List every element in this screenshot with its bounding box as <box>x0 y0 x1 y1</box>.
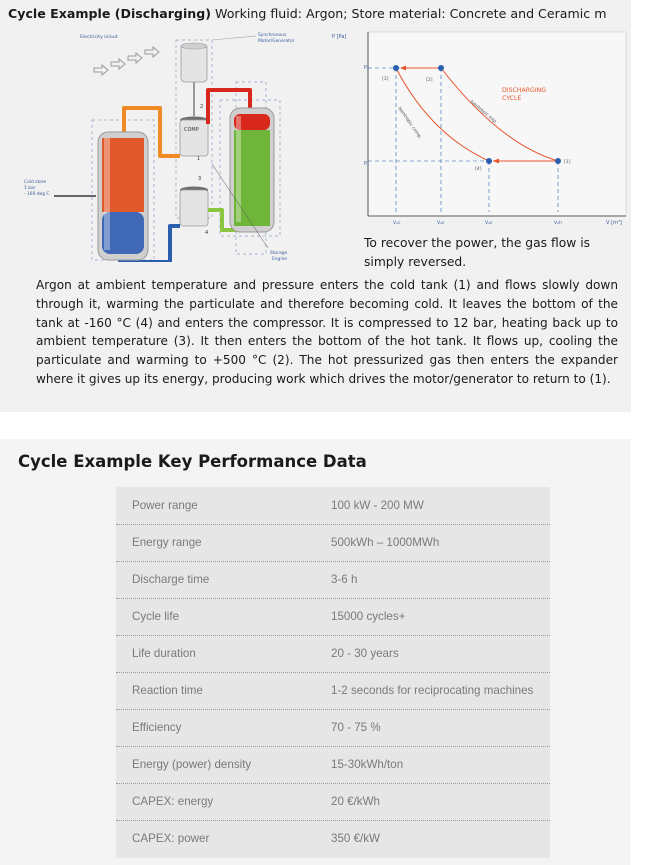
row-label: Efficiency <box>132 721 182 734</box>
row-label: Cycle life <box>132 610 180 623</box>
hot-tank <box>229 107 275 233</box>
cycle-label-2: CYCLE <box>502 95 521 102</box>
electricity-label: Electricity in/out <box>80 34 118 40</box>
point-4-label: [4] <box>475 166 482 172</box>
cold-store-label-1: Cold store <box>24 179 47 185</box>
cold-store-label-3: - 160 deg C <box>24 191 50 197</box>
row-label: Life duration <box>132 647 196 660</box>
kpd-table: Power range 100 kW - 200 MW Energy range… <box>116 487 550 858</box>
row-value: 15-30kWh/ton <box>331 758 404 771</box>
expander <box>179 186 209 227</box>
table-row: CAPEX: energy 20 €/kWh <box>116 783 550 821</box>
row-label: Discharge time <box>132 573 210 586</box>
row-value: 3-6 h <box>331 573 358 586</box>
comp-label: COMP <box>184 127 199 133</box>
x-axis-label: V [m³] <box>606 220 622 226</box>
row-label: Energy range <box>132 536 202 549</box>
title-bold: Cycle Example (Discharging) <box>8 6 211 21</box>
table-row: Energy range 500kWh – 1000MWh <box>116 524 550 562</box>
table-row: Reaction time 1-2 seconds for reciprocat… <box>116 672 550 710</box>
orange-pipe <box>122 106 180 158</box>
num-3: 3 <box>198 176 201 182</box>
motor-label-1: Synchronous <box>258 32 287 38</box>
system-diagram: Electricity in/out Synchronous Motor/Gen… <box>24 32 295 262</box>
table-row: CAPEX: power 350 €/kW <box>116 820 550 857</box>
v2c-tick-a: V₂c <box>437 220 445 226</box>
electricity-arrows-icon <box>93 45 160 77</box>
row-value: 20 €/kWh <box>331 795 380 808</box>
row-value: 500kWh – 1000MWh <box>331 536 440 549</box>
num-2: 2 <box>200 104 203 110</box>
point-1-label: [1] <box>564 159 571 165</box>
v2c-tick-b: V₂c <box>485 220 493 226</box>
point-3-marker <box>393 65 399 71</box>
page-title: Cycle Example (Discharging) Working flui… <box>8 6 606 21</box>
row-label: CAPEX: energy <box>132 795 214 808</box>
point-3-label: [3] <box>382 76 389 82</box>
v1c-tick: V₁c <box>393 220 401 226</box>
row-value: 350 €/kW <box>331 832 380 845</box>
table-row: Cycle life 15000 cycles+ <box>116 598 550 636</box>
y-axis-label: P [Pa] <box>332 34 346 40</box>
row-value: 15000 cycles+ <box>331 610 406 623</box>
num-4: 4 <box>205 230 208 236</box>
point-4-marker <box>486 158 492 164</box>
table-row: Discharge time 3-6 h <box>116 561 550 599</box>
table-row: Energy (power) density 15-30kWh/ton <box>116 746 550 784</box>
cold-tank <box>97 131 149 261</box>
point-2-marker <box>438 65 444 71</box>
p1-label: P₁ <box>364 161 369 167</box>
motor-label-2: Motor/Generator <box>258 38 295 44</box>
row-label: CAPEX: power <box>132 832 210 845</box>
cycle-label-1: DISCHARGING <box>502 87 546 94</box>
cold-store-label-2: 1 bar <box>24 185 36 191</box>
p2-label: P₂ <box>364 65 369 71</box>
description-paragraph: Argon at ambient temperature and pressur… <box>36 278 618 386</box>
row-value: 1-2 seconds for reciprocating machines <box>331 684 534 697</box>
row-label: Power range <box>132 499 198 512</box>
pv-diagram: P [Pa] V [m³] P₂ P₁ [3] [2] [4] [1] DISC… <box>332 31 627 226</box>
motor-generator <box>180 42 208 83</box>
table-row: Efficiency 70 - 75 % <box>116 709 550 747</box>
table-row: Life duration 20 - 30 years <box>116 635 550 673</box>
table-row: Power range 100 kW - 200 MW <box>116 487 550 525</box>
point-2-label: [2] <box>426 77 433 83</box>
point-1-marker <box>555 158 561 164</box>
storage-engine-label-1: Storage <box>270 250 287 256</box>
storage-engine-label-2: Engine <box>272 256 287 262</box>
caption-text: To recover the power, the gas flow is si… <box>364 236 591 269</box>
row-value: 20 - 30 years <box>331 647 399 660</box>
compressor: COMP <box>179 82 209 157</box>
kpd-title: Cycle Example Key Performance Data <box>18 452 367 471</box>
row-label: Reaction time <box>132 684 203 697</box>
red-pipe <box>206 88 252 124</box>
row-value: 70 - 75 % <box>331 721 381 734</box>
row-label: Energy (power) density <box>132 758 252 771</box>
num-1: 1 <box>197 156 200 162</box>
row-value: 100 kW - 200 MW <box>331 499 424 512</box>
v2h-tick: V₂h <box>554 220 562 226</box>
title-rest: Working fluid: Argon; Store material: Co… <box>211 6 607 21</box>
